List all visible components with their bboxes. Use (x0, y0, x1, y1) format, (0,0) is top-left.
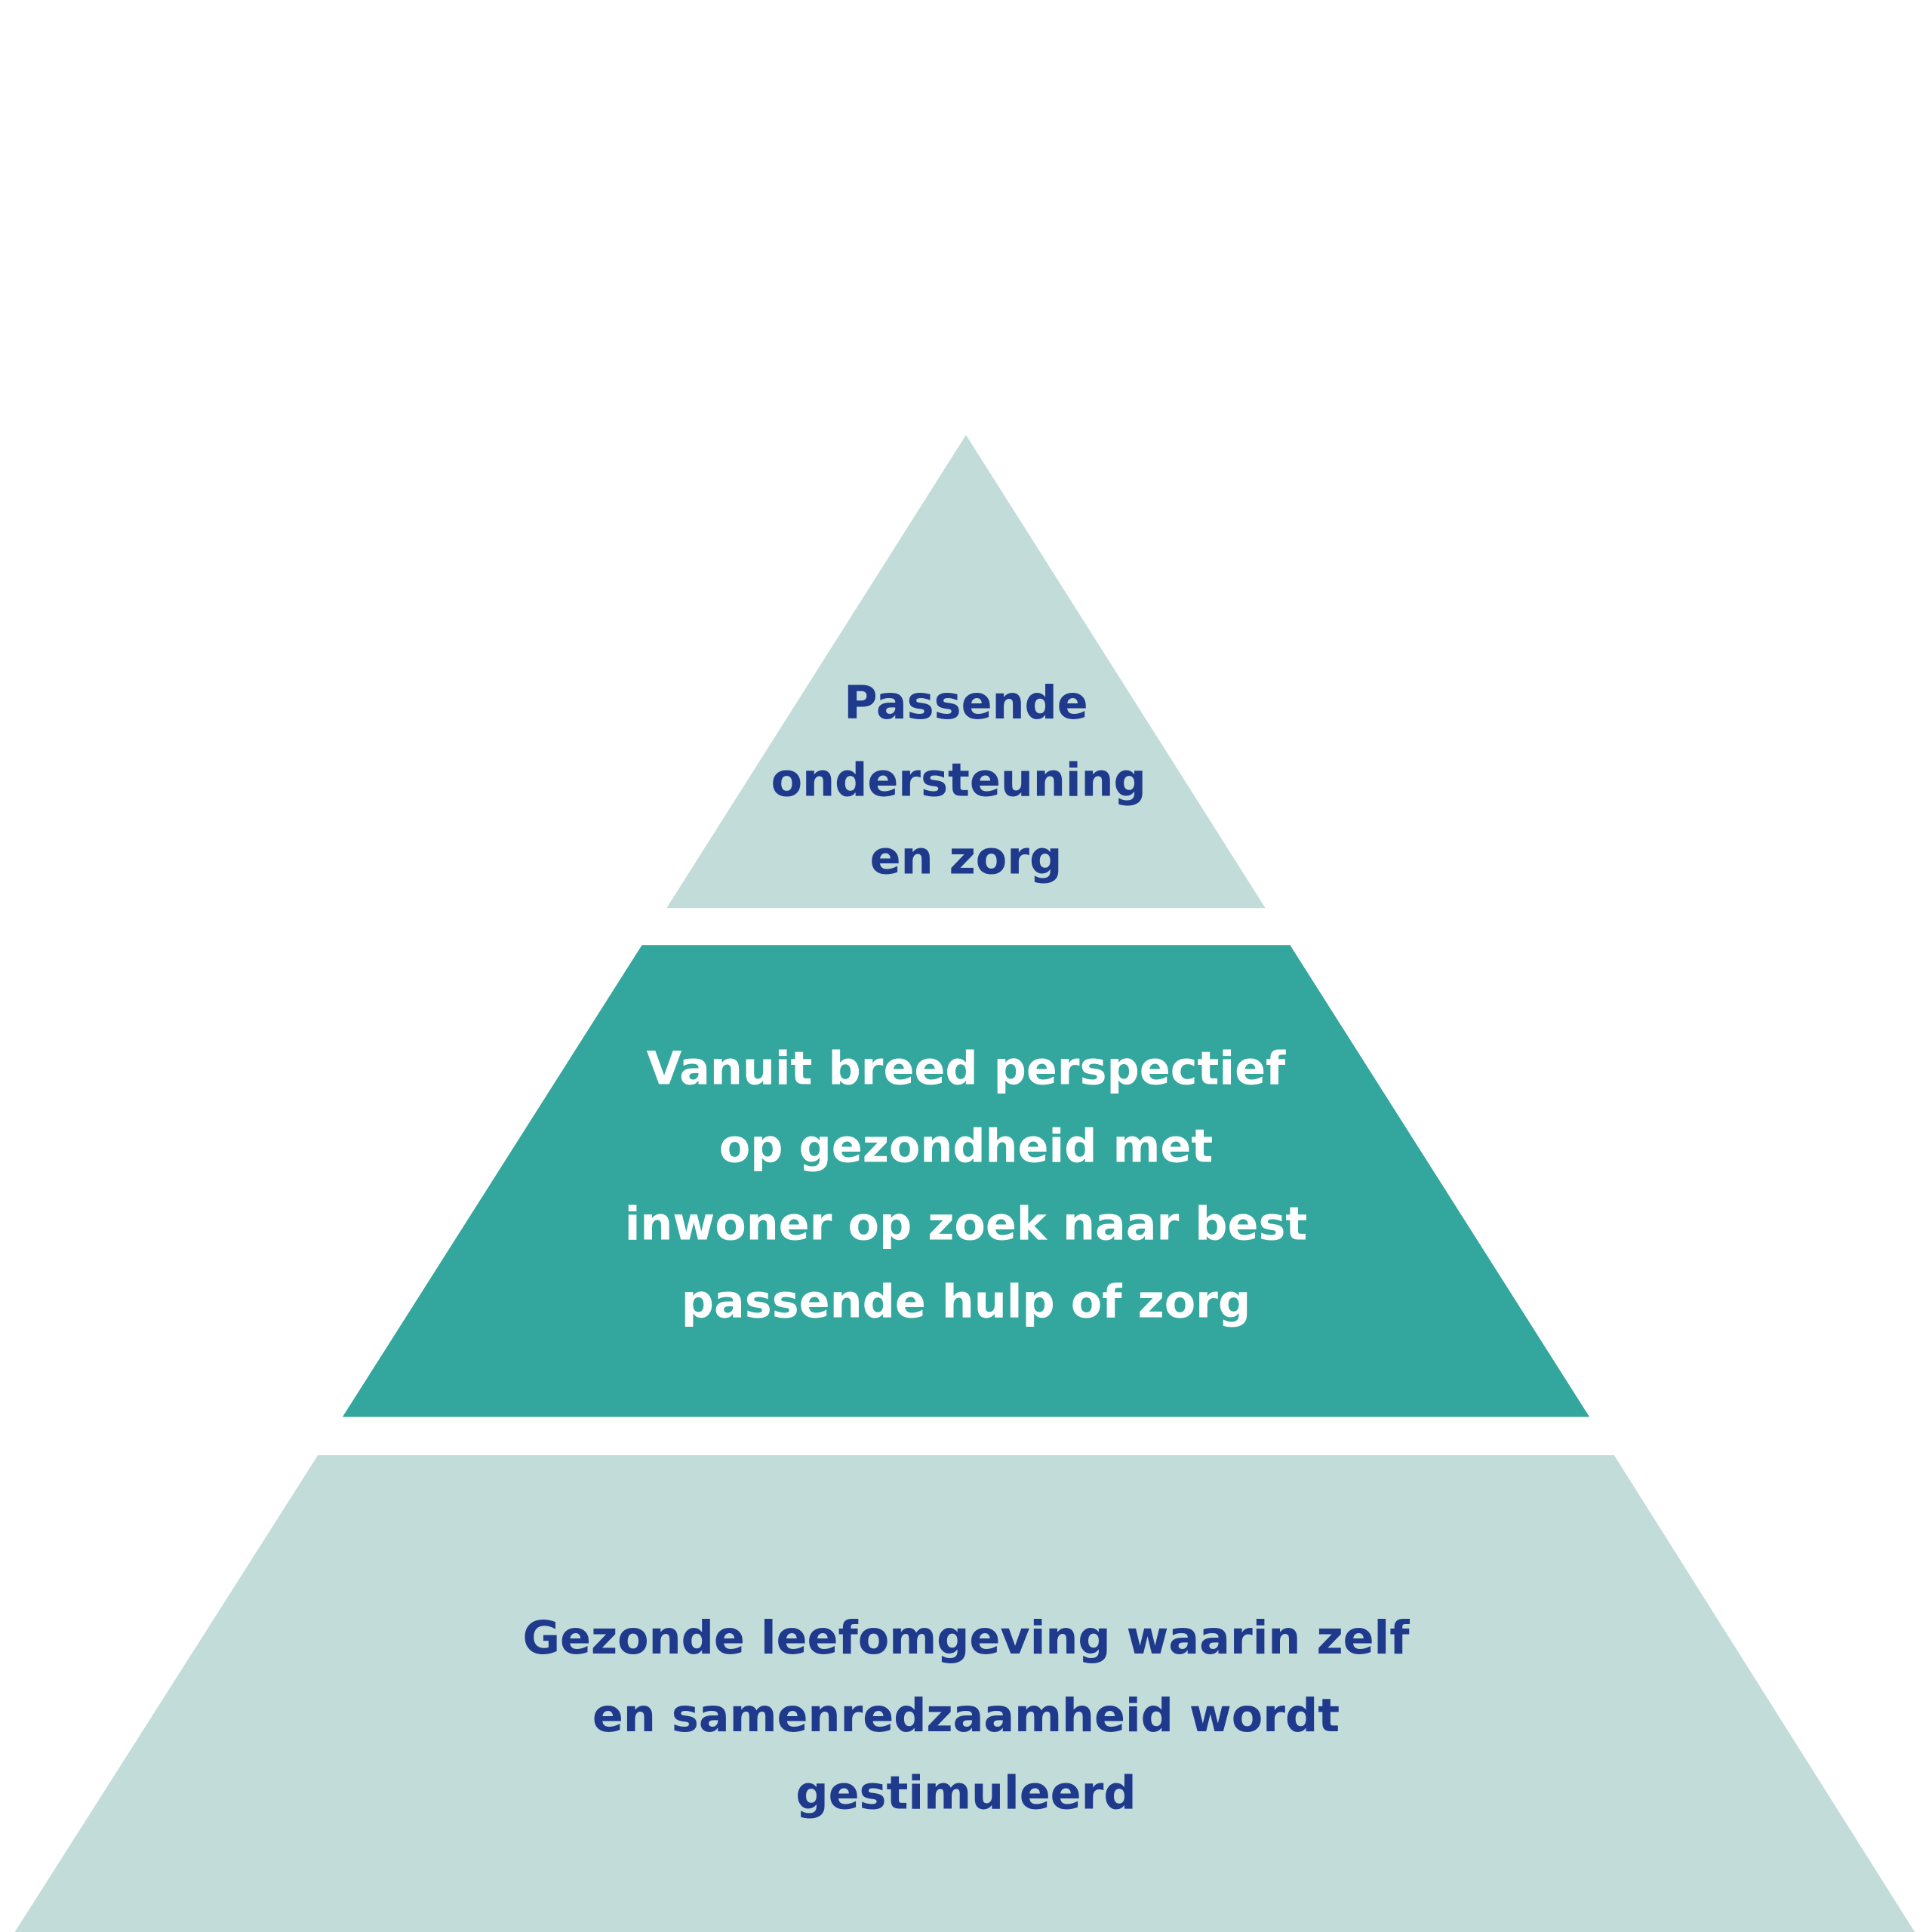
middle-tier-line: inwoner op zoek naar best (625, 1198, 1308, 1251)
top-tier-line: Passende (844, 677, 1088, 730)
middle-tier-line: Vanuit breed perspectief (647, 1043, 1286, 1096)
bottom-tier-line: gestimuleerd (795, 1767, 1136, 1820)
pyramid-top-tier (666, 435, 1266, 909)
top-tier-line: en zorg (870, 832, 1063, 885)
bottom-tier-line: Gezonde leefomgeving waarin zelf (522, 1612, 1410, 1665)
middle-tier-line: op gezondheid met (719, 1121, 1213, 1174)
pyramid-bottom-tier (14, 1455, 1915, 1932)
top-tier-label: Passende ondersteuning en zorg (771, 677, 1146, 885)
middle-tier-label: Vanuit breed perspectief op gezondheid m… (625, 1043, 1308, 1329)
bottom-tier-label: Gezonde leefomgeving waarin zelf en same… (522, 1612, 1410, 1820)
bottom-tier-line: en samenredzaamheid wordt (592, 1690, 1340, 1743)
middle-tier-line: passende hulp of zorg (681, 1275, 1251, 1328)
top-tier-line: ondersteuning (771, 755, 1146, 808)
pyramid-middle-tier (342, 945, 1590, 1417)
